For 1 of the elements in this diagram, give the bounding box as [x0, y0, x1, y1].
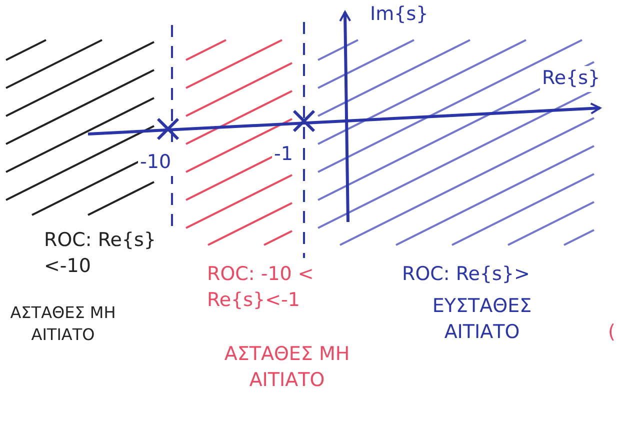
tick-label: -10	[138, 150, 174, 176]
